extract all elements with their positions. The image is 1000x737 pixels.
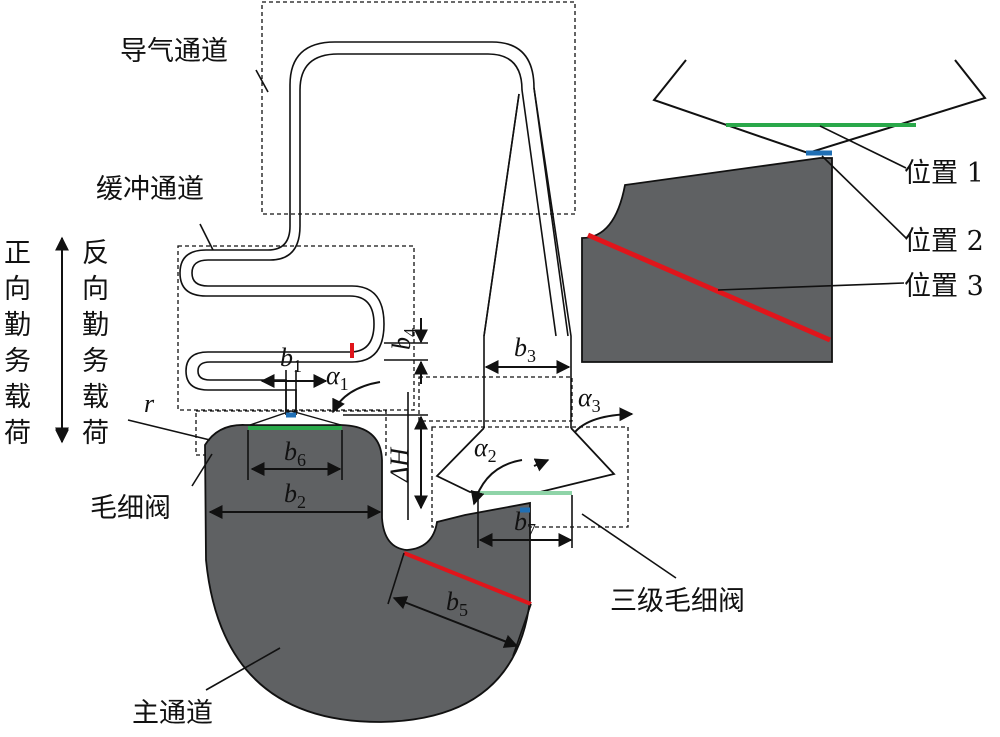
symbol-b3: b3 xyxy=(514,333,536,366)
b5-ext-2 xyxy=(512,603,532,657)
symbol-b4: b4 xyxy=(387,328,420,350)
svg-text:载: 载 xyxy=(82,382,109,413)
alpha2-arc xyxy=(470,459,523,506)
symbol-b6: b6 xyxy=(284,437,306,470)
position-inset xyxy=(581,59,987,363)
guide-channel-box xyxy=(261,1,576,215)
svg-text:勤: 勤 xyxy=(82,310,109,341)
label-guide-channel: 导气通道 xyxy=(120,36,228,67)
symbol-b7: b7 xyxy=(514,507,536,540)
leader-position-3 xyxy=(717,282,905,291)
svg-text:务: 务 xyxy=(4,346,31,377)
symbol-alpha3: α3 xyxy=(578,383,601,416)
label-position-3: 位置 3 xyxy=(904,271,984,302)
leader-three-stage xyxy=(581,513,677,579)
alpha1-arc xyxy=(332,381,381,414)
svg-text:务: 务 xyxy=(82,346,109,377)
forward-load-label: 正 向 勤 务 载 荷 xyxy=(4,238,31,449)
label-position-2: 位置 2 xyxy=(904,226,984,257)
leader-guide xyxy=(255,69,269,93)
guide-taper-right xyxy=(533,87,572,428)
inset-red-line xyxy=(587,232,831,343)
alpha2-tick xyxy=(533,458,550,472)
leader-main xyxy=(205,647,281,691)
symbol-r: r xyxy=(144,389,155,418)
svg-text:正: 正 xyxy=(4,238,31,269)
svg-text:向: 向 xyxy=(4,274,31,305)
leader-r xyxy=(127,419,211,441)
label-position-1: 位置 1 xyxy=(904,158,984,189)
svg-text:反: 反 xyxy=(82,238,109,269)
reverse-load-label: 反 向 勤 务 载 荷 xyxy=(82,238,109,449)
guide-taper xyxy=(483,93,520,428)
symbol-alpha1: α1 xyxy=(326,361,349,394)
leader-position-2 xyxy=(821,155,907,239)
label-buffer-channel: 缓冲通道 xyxy=(96,174,204,205)
position-zoom-box xyxy=(418,376,573,422)
three-stage-valve-shape xyxy=(435,427,616,493)
svg-text:向: 向 xyxy=(82,274,109,305)
leader-position-1 xyxy=(819,125,907,169)
b5-dim xyxy=(392,596,519,648)
symbol-b2: b2 xyxy=(284,479,306,512)
symbol-b5: b5 xyxy=(446,587,468,620)
label-main-channel: 主通道 xyxy=(132,698,213,729)
leader-valve xyxy=(191,453,213,487)
main-red-line xyxy=(403,551,532,606)
label-three-stage-valve: 三级毛细阀 xyxy=(610,586,745,617)
b5-ext-1 xyxy=(387,552,405,605)
symbol-alpha2: α2 xyxy=(474,433,497,466)
guide-buffer-tube xyxy=(179,41,569,415)
alpha3-arc xyxy=(574,407,634,433)
capillary-valve-wedge xyxy=(249,410,342,426)
svg-text:荷: 荷 xyxy=(4,418,31,449)
symbol-deltaH: ΔH xyxy=(385,447,414,483)
inset-dark-block xyxy=(581,157,833,363)
leader-buffer xyxy=(199,223,214,251)
svg-text:载: 载 xyxy=(4,382,31,413)
svg-text:荷: 荷 xyxy=(82,418,109,449)
label-capillary-valve: 毛细阀 xyxy=(90,493,171,524)
symbol-b1: b1 xyxy=(280,343,302,376)
svg-text:勤: 勤 xyxy=(4,310,31,341)
